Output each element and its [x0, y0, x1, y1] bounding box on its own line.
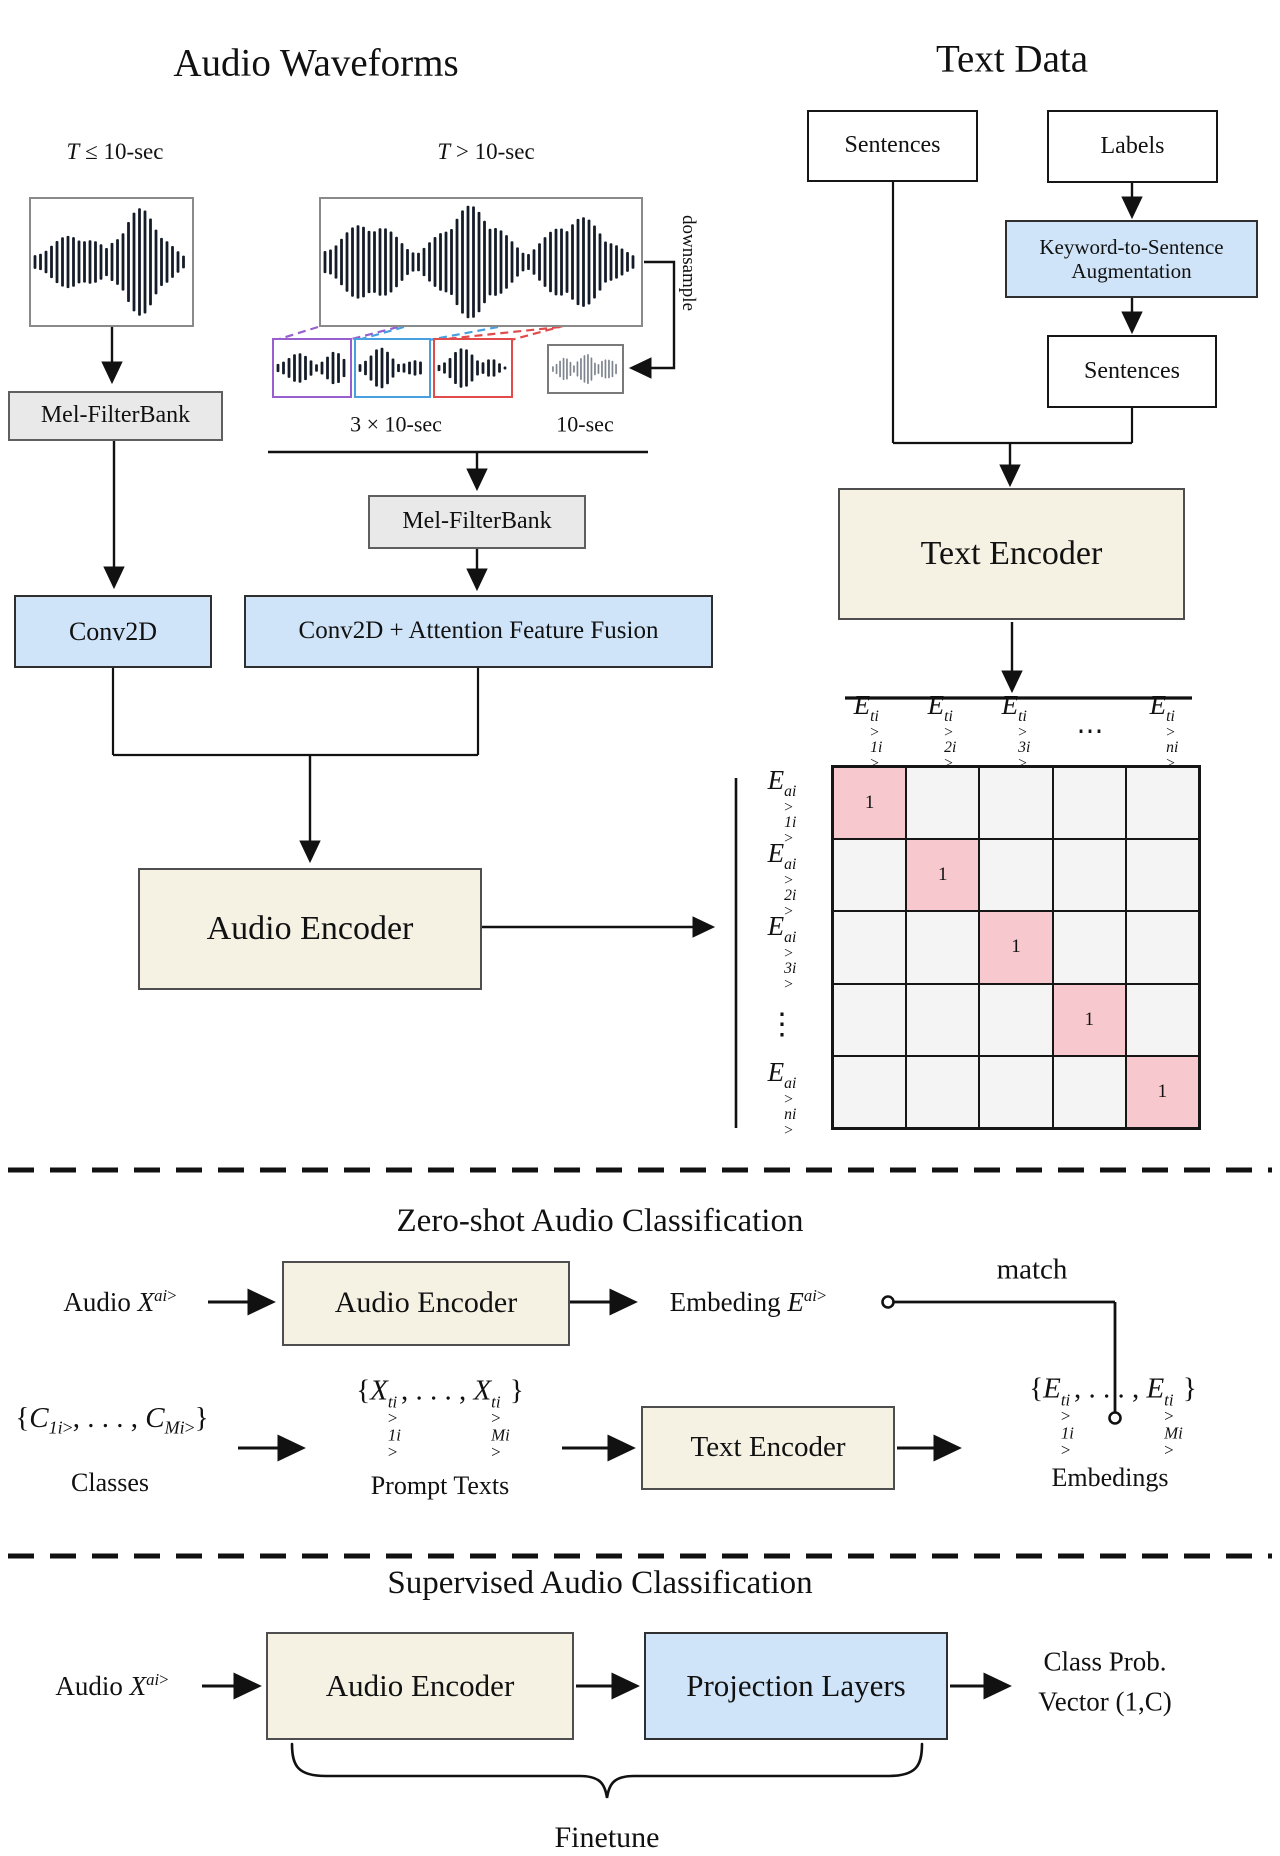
chunk-box-3	[433, 338, 513, 398]
embeddings-caption: Embedings	[1051, 1463, 1169, 1493]
matrix-cell	[979, 839, 1053, 912]
matrix-cell	[1052, 1055, 1126, 1128]
matrix-cell-diagonal: 1	[833, 767, 907, 840]
audio-embedding-label: Embeding Eai>	[669, 1285, 827, 1317]
chunk-box-2	[354, 338, 431, 398]
audio-input-label-supervised: Audio Xai>	[55, 1669, 169, 1701]
sentences-top-box: Sentences	[807, 110, 978, 182]
waveform-icon	[358, 347, 422, 389]
class-prob-line1: Class Prob.	[1043, 1646, 1167, 1677]
augmentation-line1: Keyword-to-Sentence	[1039, 234, 1224, 259]
downsampled-waveform-box	[547, 344, 624, 394]
mel-filterbank-short-box: Mel-FilterBank	[8, 391, 223, 441]
waveform-icon	[552, 354, 617, 385]
labels-box: Labels	[1047, 110, 1218, 183]
supervised-heading: Supervised Audio Classification	[387, 1565, 813, 1602]
chunk-box-1	[272, 338, 352, 398]
waveform-icon	[33, 208, 185, 316]
matrix-cell	[979, 1055, 1053, 1128]
matrix-cell	[979, 983, 1053, 1056]
augmentation-line2: Augmentation	[1071, 259, 1192, 283]
chunks-count-label: 3 × 10-sec	[350, 411, 442, 437]
classes-caption: Classes	[71, 1468, 149, 1498]
matrix-cell	[1052, 839, 1126, 912]
matrix-cell	[906, 767, 980, 840]
text-data-title: Text Data	[935, 37, 1089, 81]
matrix-cell-diagonal: 1	[1052, 983, 1126, 1056]
sentences-bottom-box: Sentences	[1047, 335, 1217, 408]
matrix-cell	[1052, 911, 1126, 984]
mel-filterbank-long-box: Mel-FilterBank	[368, 495, 586, 549]
long-waveform-box	[319, 197, 643, 327]
matrix-cell-diagonal: 1	[1125, 1055, 1199, 1128]
short-waveform-box	[29, 197, 194, 327]
matrix-cell	[1125, 983, 1199, 1056]
downsample-label: downsample	[678, 214, 699, 312]
audio-encoder-box-supervised: Audio Encoder	[266, 1632, 574, 1740]
conv2d-box: Conv2D	[14, 595, 212, 668]
matrix-cell	[833, 1055, 907, 1128]
prompts-caption: Prompt Texts	[370, 1471, 510, 1501]
match-label: match	[996, 1253, 1068, 1286]
matrix-cell-diagonal: 1	[906, 839, 980, 912]
matrix-cell	[833, 911, 907, 984]
projection-layers-box: Projection Layers	[644, 1632, 948, 1740]
matrix-cell	[906, 911, 980, 984]
finetune-brace	[290, 1742, 924, 1799]
matrix-cell-diagonal: 1	[979, 911, 1053, 984]
downsampled-duration-label: 10-sec	[556, 411, 614, 437]
matrix-cell	[979, 767, 1053, 840]
classes-set-label: {C1i>, . . . , CMi>}	[15, 1401, 209, 1438]
keyword-to-sentence-augmentation-box: Keyword-to-Sentence Augmentation	[1005, 220, 1258, 298]
text-encoder-box: Text Encoder	[838, 488, 1185, 620]
text-encoder-box-zeroshot: Text Encoder	[641, 1406, 895, 1490]
matrix-cell	[906, 983, 980, 1056]
short-duration-label: T ≤ 10-sec	[66, 138, 164, 164]
matrix-cell	[1125, 767, 1199, 840]
waveform-icon	[437, 348, 507, 388]
audio-encoder-box: Audio Encoder	[138, 868, 482, 990]
matrix-cell	[833, 983, 907, 1056]
finetune-label: Finetune	[554, 1820, 660, 1854]
matrix-cell	[833, 839, 907, 912]
waveform-icon	[323, 205, 635, 319]
audio-waveforms-title: Audio Waveforms	[173, 41, 459, 85]
audio-encoder-box-zeroshot: Audio Encoder	[282, 1261, 570, 1346]
matrix-row-header: ⋮	[767, 1007, 797, 1041]
long-duration-label: T > 10-sec	[437, 138, 535, 164]
matrix-cell	[1052, 767, 1126, 840]
waveform-icon	[276, 351, 346, 385]
conv2d-fusion-box: Conv2D + Attention Feature Fusion	[244, 595, 713, 668]
matrix-cell	[1125, 911, 1199, 984]
class-prob-line2: Vector (1,C)	[1038, 1686, 1172, 1717]
matrix-cell	[906, 1055, 980, 1128]
audio-input-label: Audio Xai>	[63, 1285, 177, 1317]
matrix-col-header: ⋯	[1076, 715, 1104, 746]
zero-shot-heading: Zero-shot Audio Classification	[396, 1203, 804, 1240]
matrix-cell	[1125, 839, 1199, 912]
